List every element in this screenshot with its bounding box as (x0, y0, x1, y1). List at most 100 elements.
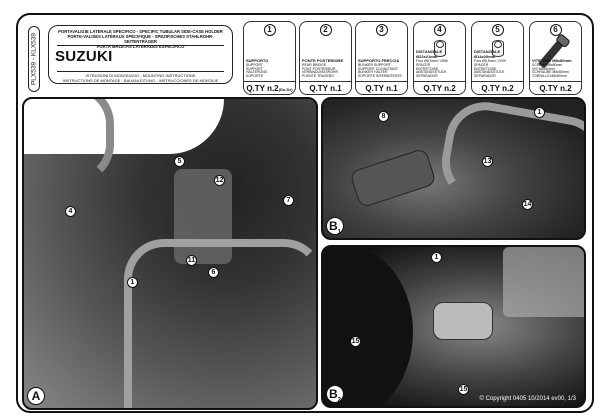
part-line: Foro Ø8,5mm; V009 (474, 59, 506, 64)
callout-4: 4 (65, 206, 76, 217)
part-description: DISTANZIALE Ø22x21mm Foro Ø8,5mm; V596 S… (416, 50, 463, 79)
part-card-4: 4 DISTANZIALE Ø22x21mm Foro Ø8,5mm; V596… (413, 21, 466, 95)
instructions-lines: ISTRUZIONI DI MONTAGGIO - MOUNTING INSTR… (55, 73, 226, 83)
callout-13: 13 (482, 156, 493, 167)
grab-rail (24, 99, 114, 184)
part-number: 2 (319, 24, 332, 36)
part-description: VITE TBEI M8x80mm SCREW M8x80mm VIS M8x8… (532, 59, 579, 79)
label-letter: B (328, 219, 338, 233)
callout-12: 12 (214, 175, 225, 186)
callout-1: 1 (127, 277, 138, 288)
part-quantity: Q.TY n.2 (414, 81, 465, 94)
title-lines: PORTAVALIGIE LATERALE SPECIFICO - SPECIF… (55, 29, 226, 49)
part-quantity: Q.TY n.2 (530, 81, 581, 94)
part-line: Foro Ø8,5mm; V596 (416, 59, 448, 64)
part-line: SOPORTE INTERMITENTE (358, 74, 402, 79)
brand-name: SUZUKI (55, 48, 113, 65)
label-subscript: 1 (337, 229, 341, 236)
part-line: VERBINDUNGSROHR (302, 70, 338, 75)
part-card-3: 3 SUPPORTO FRECCIA BLINKER SUPPORT SUPPO… (355, 21, 408, 95)
callout-5: 5 (174, 156, 185, 167)
divider (57, 71, 224, 72)
divider (57, 45, 224, 46)
part-line: VIS M8x80mm (532, 66, 555, 71)
part-line: BLINKER SUPPORT (358, 62, 391, 67)
part-quantity: Q.TY n.2(Dx-Sx) (244, 81, 295, 94)
part-line: SCREW M8x80mm (532, 62, 563, 67)
footpeg (349, 147, 437, 209)
callout-11: 11 (186, 255, 197, 266)
part-line: BLINKER HALTER (358, 70, 388, 75)
part-name: SUPPORTO (246, 58, 269, 64)
part-name: DISTANZIALE Ø14x20mm (474, 49, 501, 60)
shock-mount (433, 302, 493, 340)
panel-label-b1: B1 (326, 217, 344, 235)
part-line: TORNILLO M8x80mm (532, 74, 567, 79)
callout-14: 14 (522, 199, 533, 210)
part-line: SPACER (416, 62, 431, 67)
part-number: 3 (375, 24, 388, 36)
photo-panel-b1: 8 1 13 14 B1 (321, 97, 586, 240)
part-line: ABSTANDSSTÜCK (416, 70, 447, 75)
part-line: SUPPORT CLIGNOTANT (358, 66, 399, 71)
title-line-fr-de: PORTE-VALISES LATÉRAUX SPÉCIFIQUE - SPEZ… (67, 34, 214, 44)
part-description: SUPPORTO SUPPORT SUPPORT HALTERUNG SOPOR… (246, 59, 293, 79)
part-quantity: Q.TY n.1 (356, 81, 407, 94)
part-line: HALTERUNG (246, 70, 268, 75)
photo-panel-b2: 1 15 15 B2 © Copyright 0405 10/2014 ev00… (321, 245, 586, 408)
part-description: SUPPORTO FRECCIA BLINKER SUPPORT SUPPORT… (358, 59, 405, 79)
panel-label-b2: B2 (326, 385, 344, 403)
callout-15: 15 (458, 384, 469, 395)
callout-1: 1 (431, 252, 442, 263)
title-line-it-en: PORTAVALIGIE LATERALE SPECIFICO - SPECIF… (58, 29, 223, 34)
qty-note: (Dx-Sx) (278, 87, 293, 92)
part-line: SUPPORT (246, 66, 263, 71)
part-quantity: Q.TY n.1 (300, 81, 351, 94)
part-number: 4 (433, 24, 446, 36)
part-line: SPACER (474, 62, 489, 67)
tube-support (124, 239, 316, 408)
qty-value: Q.TY n.2 (246, 84, 279, 93)
part-number: 5 (491, 24, 504, 36)
part-line: PUENTE TRASERO (302, 74, 335, 79)
part-line: SOPORTE (246, 74, 264, 79)
label-letter: B (328, 387, 338, 401)
rear-tire (323, 247, 413, 406)
part-line: SCHRAUBE M8x80mm (532, 70, 569, 75)
instructions-line-2: INSTRUCTIONS DE MONTAGE - BAUANLEITUNG -… (62, 78, 219, 83)
spacer-icon (433, 40, 446, 57)
product-code-badge: PLX539 - KLX539 (28, 26, 40, 92)
part-card-2: 2 PONTE POSTERIORE REAR BRIDGE PONT POST… (299, 21, 352, 95)
callout-7: 7 (283, 195, 294, 206)
instructions-line-1: ISTRUZIONI DI MONTAGGIO - MOUNTING INSTR… (85, 73, 196, 78)
part-line: SUPPORT (246, 62, 263, 67)
part-card-1: 1 SUPPORTO SUPPORT SUPPORT HALTERUNG SOP… (243, 21, 296, 95)
copyright-notice: © Copyright 0405 10/2014 ev00, 1/3 (479, 396, 577, 402)
part-line: ENTRETOISE (416, 66, 439, 71)
product-code: PLX539 - KLX539 (30, 32, 38, 86)
part-number: 1 (263, 24, 276, 36)
frame-part (503, 247, 584, 317)
part-name: PONTE POSTERIORE (302, 58, 344, 64)
part-card-6: 6 VITE TBEI M8x80mm SCREW M8x80mm VIS M8… (529, 21, 582, 95)
part-name: SUPPORTO FRECCIA (358, 58, 400, 64)
part-line: PONT POSTÉRIEUR (302, 66, 336, 71)
title-box: PORTAVALIGIE LATERALE SPECIFICO - SPECIF… (48, 25, 233, 84)
spacer-icon (491, 40, 504, 57)
part-name: VITE TBEI M8x80mm (532, 58, 572, 64)
part-line: REAR BRIDGE (302, 62, 327, 67)
label-subscript: 2 (337, 397, 341, 404)
part-card-5: 5 DISTANZIALE Ø14x20mm Foro Ø8,5mm; V009… (471, 21, 524, 95)
photo-panel-a: 5 4 12 7 11 6 1 A (22, 97, 318, 410)
part-line: ENTRETOISE (474, 66, 497, 71)
tube-support (435, 99, 584, 223)
part-line: SEPARADOR (474, 74, 496, 79)
callout-6: 6 (208, 267, 219, 278)
title-line-es: PORTA MALETAS LATERALES ESPECÍFICO (96, 44, 185, 49)
part-description: DISTANZIALE Ø14x20mm Foro Ø8,5mm; V009 S… (474, 50, 521, 79)
callout-8: 8 (378, 111, 389, 122)
panel-label-a: A (27, 387, 45, 405)
part-name: DISTANZIALE Ø22x21mm (416, 49, 443, 60)
part-number: 6 (549, 24, 562, 36)
background-area (24, 99, 224, 154)
